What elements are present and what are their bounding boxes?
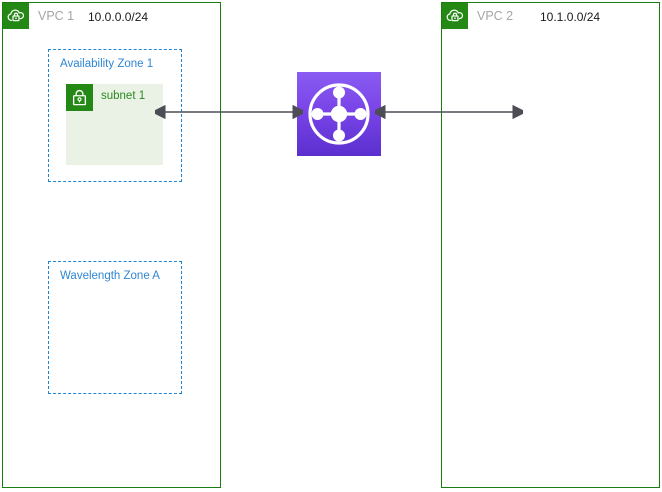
vpc-cidr-1: 10.0.0.0/24 xyxy=(88,10,149,24)
subnet-box-1[interactable]: subnet 1 xyxy=(66,84,163,165)
availability-zone-1[interactable]: Availability Zone 1 subnet 1 xyxy=(48,49,182,182)
transit-gateway-icon[interactable] xyxy=(297,72,381,156)
vpc-container-2[interactable]: VPC 2 10.1.0.0/24 Availability Zone 1 su… xyxy=(441,2,660,488)
vpc-container-1[interactable]: VPC 1 10.0.0.0/24 Availability Zone 1 su… xyxy=(2,2,221,488)
vpc-cidr-2: 10.1.0.0/24 xyxy=(540,10,601,24)
vpc-header-1: VPC 1 xyxy=(3,3,74,29)
connector-gateway-to-subnet2[interactable] xyxy=(375,96,523,128)
subnet-label-1: subnet 1 xyxy=(101,90,146,102)
subnet-padlock-icon xyxy=(66,84,93,111)
availability-zone-label-1: Availability Zone 1 xyxy=(60,58,154,70)
wavelength-zone-label-a: Wavelength Zone A xyxy=(60,270,160,282)
vpc-title-2: VPC 2 xyxy=(477,9,514,23)
vpc-cloud-lock-icon xyxy=(3,3,29,29)
vpc-title-1: VPC 1 xyxy=(38,9,75,23)
vpc-header-2: VPC 2 xyxy=(442,3,513,29)
vpc-cloud-lock-icon xyxy=(442,3,468,29)
wavelength-zone-a[interactable]: Wavelength Zone A xyxy=(48,261,182,394)
connector-subnet1-to-gateway[interactable] xyxy=(155,96,303,128)
